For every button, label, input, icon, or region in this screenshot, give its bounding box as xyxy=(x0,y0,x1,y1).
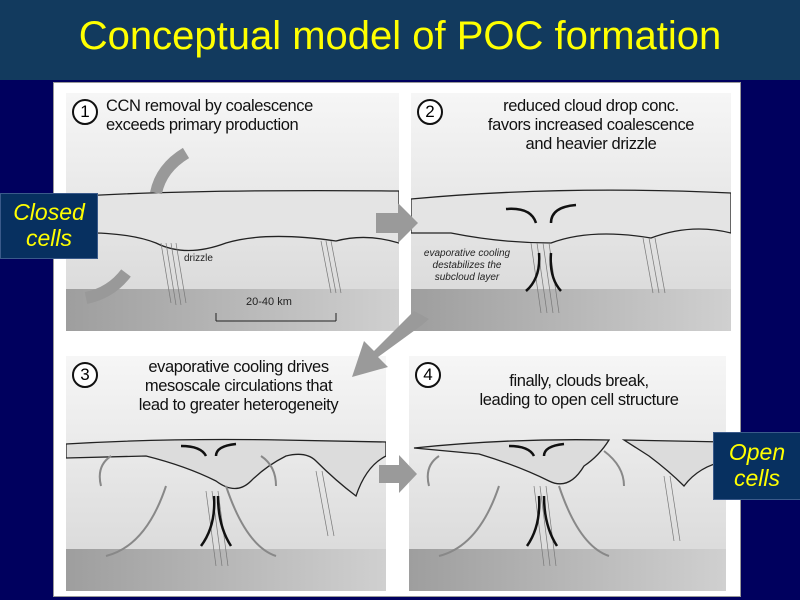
caption-line: CCN removal by coalescence xyxy=(106,97,313,115)
caption-line: leading to open cell structure xyxy=(479,391,679,409)
caption-line: favors increased coalescence xyxy=(487,116,695,134)
circulation-arrows xyxy=(505,203,577,292)
ccn-arrow-down xyxy=(150,147,190,195)
drizzle-label: drizzle xyxy=(184,253,213,264)
title-bar: Conceptual model of POC formation xyxy=(0,0,800,80)
cloud-drawing xyxy=(66,438,386,567)
caption-line: reduced cloud drop conc. xyxy=(503,97,679,115)
cloud-drawing xyxy=(66,147,399,322)
ground xyxy=(66,549,386,591)
caption-line: lead to greater heterogeneity xyxy=(138,396,339,414)
caption-line: finally, clouds break, xyxy=(509,372,649,390)
caption-line: mesoscale circulations that xyxy=(144,377,333,395)
arrow-right-icon xyxy=(379,455,417,493)
open-cells-label: Open cells xyxy=(713,432,800,500)
label-line: Closed xyxy=(13,199,85,225)
caption: evaporative cooling drives mesoscale cir… xyxy=(96,358,381,415)
note-line: subcloud layer xyxy=(434,272,500,283)
step-number: 3 xyxy=(72,362,98,388)
step-number: 2 xyxy=(417,99,443,125)
step-number: 4 xyxy=(415,362,441,388)
panel-1: 1 CCN removal by coalescence exceeds pri… xyxy=(66,93,399,331)
drizzle-shafts xyxy=(533,475,681,567)
label-line: cells xyxy=(25,225,72,251)
caption-line: and heavier drizzle xyxy=(525,135,657,153)
label-line: cells xyxy=(733,465,780,491)
diagram-figure: 1 CCN removal by coalescence exceeds pri… xyxy=(53,82,741,597)
caption-line: exceeds primary production xyxy=(106,116,299,134)
panel-2: 2 reduced cloud drop conc. favors increa… xyxy=(411,93,731,331)
arrow-down-left-icon xyxy=(352,311,429,377)
ground xyxy=(66,289,399,331)
note-line: destabilizes the xyxy=(432,260,502,271)
cloud-drawing xyxy=(411,189,731,314)
circulation-arrows xyxy=(180,442,237,547)
closed-cells-label: Closed cells xyxy=(0,193,98,259)
note-line: evaporative cooling xyxy=(423,248,511,259)
arrow-right-icon xyxy=(376,203,418,243)
caption: finally, clouds break, leading to open c… xyxy=(434,372,724,410)
drizzle-shafts xyxy=(160,240,342,306)
slide-title: Conceptual model of POC formation xyxy=(78,14,722,58)
step-number: 1 xyxy=(72,99,98,125)
panel-4: 4 finally, clouds break, leading to open… xyxy=(409,356,726,591)
ccn-arrow-up xyxy=(84,269,131,304)
circulation-arrows xyxy=(508,442,565,547)
caption: reduced cloud drop conc. favors increase… xyxy=(451,97,731,154)
scale-label: 20-40 km xyxy=(246,296,292,308)
panel-3: 3 evaporative cooling drives mesoscale c… xyxy=(66,356,386,591)
drizzle-shafts xyxy=(530,237,666,314)
ground xyxy=(411,289,731,331)
ground xyxy=(409,549,726,591)
cloud-drawing xyxy=(413,439,726,567)
caption-line: evaporative cooling drives xyxy=(148,358,329,376)
label-line: Open xyxy=(728,439,786,465)
caption: CCN removal by coalescence exceeds prima… xyxy=(106,97,396,135)
evaporative-note: evaporative cooling destabilizes the sub… xyxy=(411,248,523,284)
